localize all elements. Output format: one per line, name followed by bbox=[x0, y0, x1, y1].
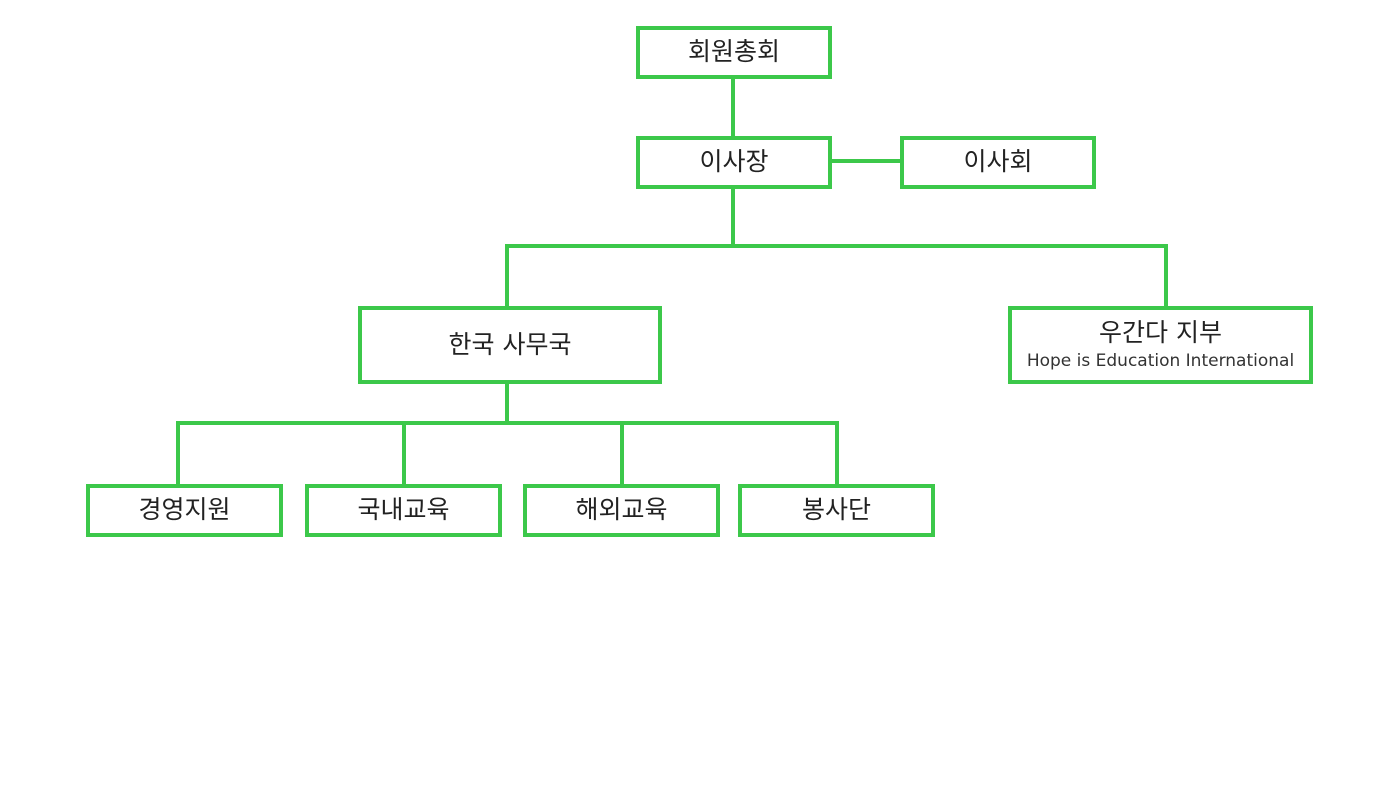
node-uganda-branch-sublabel: Hope is Education International bbox=[1026, 350, 1295, 371]
node-chairman: 이사장 bbox=[636, 136, 832, 189]
node-management-support: 경영지원 bbox=[86, 484, 283, 537]
connector-to-uganda-branch bbox=[1164, 244, 1168, 307]
connector-chairman-down bbox=[731, 188, 735, 246]
node-general-assembly-label: 회원총회 bbox=[687, 37, 780, 67]
node-general-assembly: 회원총회 bbox=[636, 26, 832, 79]
node-korea-office-label: 한국 사무국 bbox=[448, 329, 572, 359]
connector-assembly-chairman bbox=[731, 78, 735, 136]
connector-to-volunteer-group bbox=[835, 421, 839, 485]
connector-to-overseas-education bbox=[620, 421, 624, 485]
node-overseas-education: 해외교육 bbox=[523, 484, 720, 537]
connector-level3-horizontal bbox=[176, 421, 839, 425]
node-korea-office: 한국 사무국 bbox=[358, 306, 662, 384]
node-uganda-branch: 우간다 지부 Hope is Education International bbox=[1008, 306, 1313, 384]
node-board: 이사회 bbox=[900, 136, 1096, 189]
node-chairman-label: 이사장 bbox=[699, 147, 769, 177]
connector-korea-office-down bbox=[505, 383, 509, 423]
node-volunteer-group-label: 봉사단 bbox=[801, 495, 871, 525]
node-overseas-education-label: 해외교육 bbox=[575, 495, 668, 525]
node-domestic-education-label: 국내교육 bbox=[357, 495, 450, 525]
connector-to-korea-office bbox=[505, 244, 509, 307]
connector-to-domestic-education bbox=[402, 421, 406, 485]
connector-level2-horizontal bbox=[505, 244, 1168, 248]
connector-chairman-board bbox=[832, 159, 901, 163]
node-board-label: 이사회 bbox=[963, 147, 1033, 177]
node-domestic-education: 국내교육 bbox=[305, 484, 502, 537]
connector-to-management-support bbox=[176, 421, 180, 485]
node-management-support-label: 경영지원 bbox=[138, 495, 231, 525]
node-volunteer-group: 봉사단 bbox=[738, 484, 935, 537]
node-uganda-branch-label: 우간다 지부 bbox=[1099, 317, 1222, 347]
